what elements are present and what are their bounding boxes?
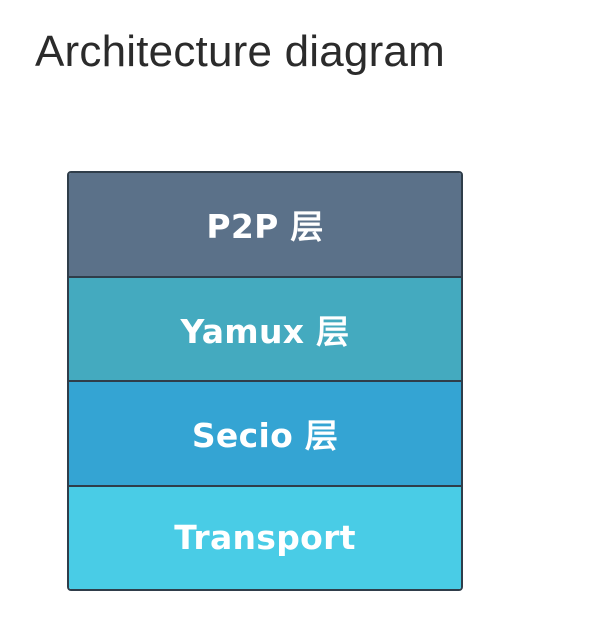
layer-p2p: P2P 层 xyxy=(69,173,461,276)
layer-stack-diagram: P2P 层 Yamux 层 Secio 层 Transport xyxy=(67,171,463,591)
layer-yamux-label: Yamux 层 xyxy=(180,311,350,351)
layer-yamux: Yamux 层 xyxy=(69,275,461,380)
page-title: Architecture diagram xyxy=(35,27,445,76)
layer-transport: Transport xyxy=(69,484,461,589)
layer-transport-label: Transport xyxy=(174,518,356,558)
layer-secio-label: Secio 层 xyxy=(191,416,339,456)
layer-p2p-label: P2P 层 xyxy=(206,207,324,247)
layer-secio: Secio 层 xyxy=(69,380,461,485)
